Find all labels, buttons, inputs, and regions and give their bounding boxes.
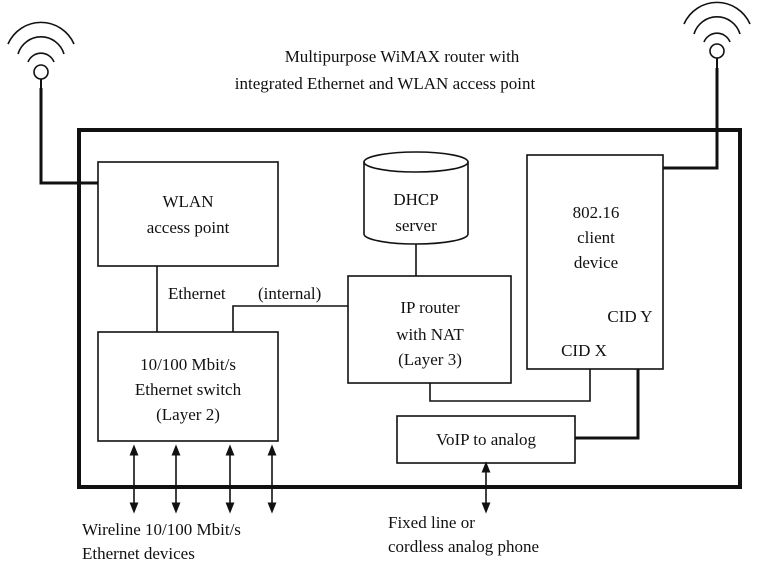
wireline-label-line1: Wireline 10/100 Mbit/s xyxy=(82,520,241,539)
switch-label-line1: 10/100 Mbit/s xyxy=(140,355,236,374)
internal-link-line xyxy=(232,305,348,332)
ethernet-label: Ethernet xyxy=(168,284,226,303)
router-label-line1: IP router xyxy=(400,298,460,317)
internal-label: (internal) xyxy=(258,284,321,303)
cid-y-label: CID Y xyxy=(607,307,652,326)
phone-label-line1: Fixed line or xyxy=(388,513,475,532)
voip-label: VoIP to analog xyxy=(436,430,537,449)
client-label-line2: client xyxy=(577,228,615,247)
wlan-label-line1: WLAN xyxy=(163,192,214,211)
switch-label-line3: (Layer 2) xyxy=(156,405,220,424)
router-label-line2: with NAT xyxy=(396,325,464,344)
client-label-line3: device xyxy=(574,253,618,272)
dhcp-label-line1: DHCP xyxy=(393,190,438,209)
ethernet-switch-box: 10/100 Mbit/s Ethernet switch (Layer 2) xyxy=(97,331,279,442)
cid-x-label: CID X xyxy=(561,341,607,360)
dhcp-label-line2: server xyxy=(395,216,437,235)
ip-router-box: IP router with NAT (Layer 3) xyxy=(347,275,512,384)
client-label-line1: 802.16 xyxy=(573,203,620,222)
client-device-box: 802.16 client device CID Y CID X xyxy=(526,154,664,370)
left-antenna-cable xyxy=(39,88,98,185)
switch-label-line2: Ethernet switch xyxy=(135,380,242,399)
dhcp-server: DHCP server xyxy=(363,151,469,245)
database-icon xyxy=(363,151,469,245)
phone-label-line2: cordless analog phone xyxy=(388,537,539,556)
right-antenna-cable xyxy=(663,68,719,170)
wlan-access-point-box: WLAN access point xyxy=(97,161,279,267)
diagram-title-line2: integrated Ethernet and WLAN access poin… xyxy=(235,74,536,93)
antenna-icon xyxy=(7,21,75,91)
voip-box: VoIP to analog xyxy=(396,415,576,464)
wireline-label-line2: Ethernet devices xyxy=(82,544,195,563)
diagram-title-line1: Multipurpose WiMAX router with xyxy=(285,47,520,66)
antenna-icon xyxy=(683,1,751,70)
ethernet-device-arrows xyxy=(129,444,277,514)
router-enclosure xyxy=(77,128,742,489)
wlan-label-line2: access point xyxy=(147,218,230,237)
router-label-line3: (Layer 3) xyxy=(398,350,462,369)
cid-x-link xyxy=(429,360,591,402)
